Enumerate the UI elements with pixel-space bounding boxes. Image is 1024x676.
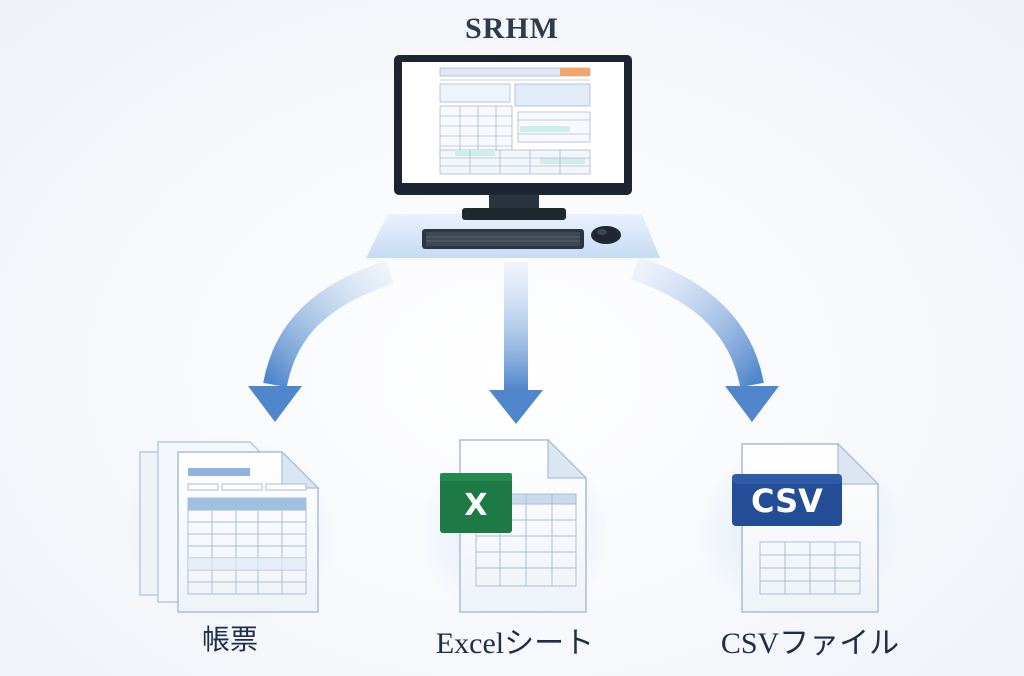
- keyboard: [422, 229, 584, 249]
- arrow-to-excel: [489, 262, 543, 424]
- screen-form-preview: [439, 67, 591, 175]
- mouse: [591, 226, 621, 244]
- forms-label: 帳票: [201, 623, 258, 656]
- arrow-to-forms: [248, 260, 394, 422]
- arrow-to-csv: [631, 256, 779, 422]
- csv-badge: [732, 474, 842, 526]
- computer-icon: [366, 55, 660, 258]
- csv-badge-text: CSV: [751, 482, 823, 520]
- excel-label: Excelシート: [435, 627, 595, 660]
- excel-badge-text: X: [464, 488, 487, 523]
- csv-label: CSVファイル: [720, 627, 900, 660]
- stacked-form-document-icon: [120, 435, 340, 625]
- csv-file-icon: [695, 440, 905, 620]
- excel-spreadsheet-icon: [415, 438, 615, 620]
- system-title: SRHM: [465, 12, 559, 45]
- excel-badge: [440, 473, 512, 533]
